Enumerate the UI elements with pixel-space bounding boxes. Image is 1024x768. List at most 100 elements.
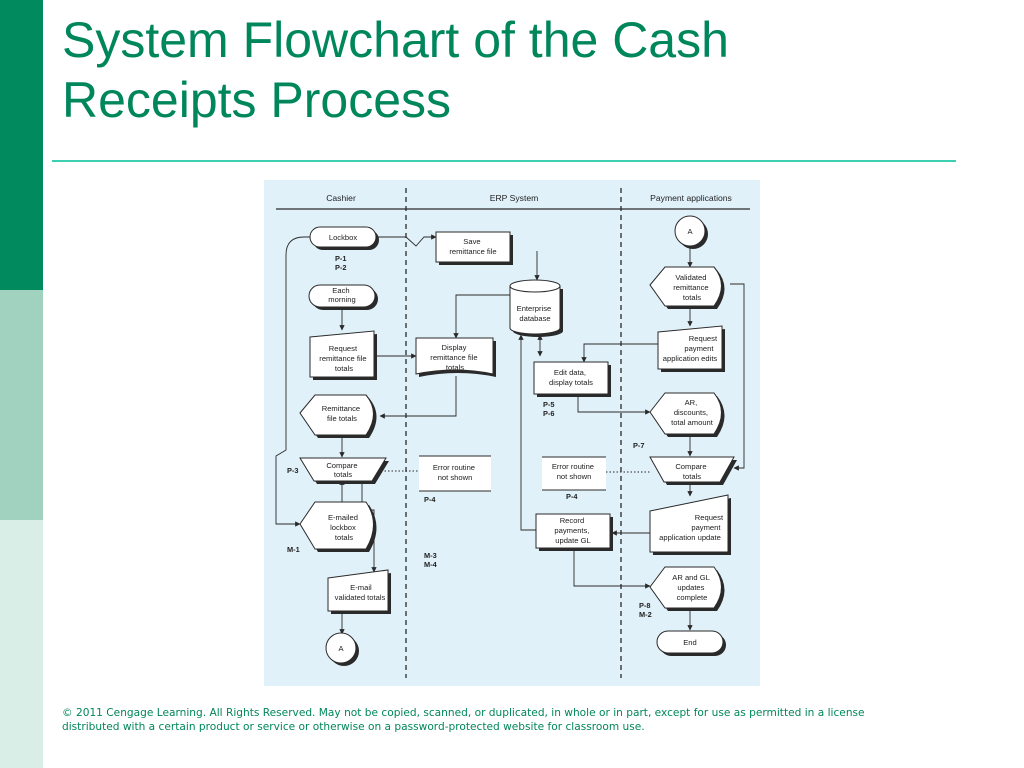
flow-lockbox-to-emailed — [275, 236, 406, 527]
node-compare-payment-line-1: Compare — [675, 462, 706, 471]
node-email-validated-line-1: E-mail — [350, 583, 372, 592]
node-request-update-line-3: application update — [659, 533, 721, 542]
node-request-update: Request payment application update — [649, 494, 731, 555]
node-remittance-totals-text: Remittance file totals — [322, 404, 363, 423]
ref-m4: M-4 — [424, 560, 438, 569]
node-error-erp-line-2: not shown — [438, 473, 473, 482]
ref-m2: M-2 — [639, 610, 652, 619]
node-ar-discounts-text: AR, discounts, total amount — [671, 398, 714, 427]
flow-request-edits-to-edit-data — [581, 343, 658, 363]
node-ar-discounts-line-2: discounts, — [674, 408, 708, 417]
node-ar-discounts-line-3: total amount — [671, 418, 714, 427]
node-compare-cashier: Compare totals — [299, 457, 389, 484]
node-save-file-line-1: Save — [463, 237, 480, 246]
node-ar-gl-complete-text: AR and GL updates complete — [672, 573, 711, 602]
node-validated-totals-line-2: remittance — [673, 283, 708, 292]
node-lockbox-text: Lockbox — [329, 233, 357, 242]
node-validated-totals-line-3: totals — [683, 293, 701, 302]
ref-p1: P-1 — [335, 254, 347, 263]
ref-p3: P-3 — [287, 466, 299, 475]
flowchart-diagram: Cashier ERP System Payment applications — [275, 188, 750, 678]
title-divider — [52, 160, 956, 162]
node-each-morning-line-1: Each — [332, 286, 349, 295]
node-edit-data-line-1: Edit data, — [554, 368, 586, 377]
node-emailed-totals-line-1: E-mailed — [328, 513, 358, 522]
node-each-morning: Each morning — [308, 284, 378, 310]
sidebar-accent-mid — [0, 290, 43, 520]
node-ar-gl-complete-line-3: complete — [677, 593, 708, 602]
node-emailed-totals-text: E-mailed lockbox totals — [328, 513, 360, 542]
ref-m1: M-1 — [287, 545, 300, 554]
slide-title-line-2: Receipts Process — [62, 72, 452, 128]
node-ar-gl-complete-line-2: updates — [677, 583, 704, 592]
flow-database-to-display — [453, 294, 510, 339]
node-request-edits-text: Request payment application edits — [663, 334, 719, 363]
node-connector-cashier: A — [325, 632, 359, 666]
node-display-totals-text: Display remittance file totals — [430, 343, 479, 372]
node-request-edits-line-3: application edits — [663, 354, 718, 363]
node-compare-payment: Compare totals — [649, 456, 737, 485]
node-database-text: Enterprise database — [517, 304, 554, 323]
node-email-validated: E-mail validated totals — [327, 569, 391, 614]
node-ar-gl-complete: AR and GL updates complete — [649, 566, 725, 611]
node-record-payments: Record payments, update GL — [535, 513, 613, 551]
node-request-update-text: Request payment application update — [659, 513, 725, 542]
node-error-mid: Error routine not shown — [542, 456, 606, 491]
node-compare-cashier-line-1: Compare — [326, 461, 357, 470]
node-error-mid-text: Error routine not shown — [552, 462, 596, 481]
flowchart-figure: Cashier ERP System Payment applications — [264, 180, 760, 686]
node-error-erp-line-1: Error routine — [433, 463, 475, 472]
slide-title: System Flowchart of the Cash Receipts Pr… — [62, 10, 962, 130]
flow-edit-data-to-ar-discounts — [577, 396, 651, 415]
node-emailed-totals: E-mailed lockbox totals — [299, 501, 377, 552]
node-end: End — [656, 630, 726, 656]
node-display-totals-line-3: totals — [446, 363, 464, 372]
flow-display-to-remittance — [379, 376, 457, 419]
flow-lockbox-to-save — [378, 234, 437, 247]
flow-record-to-ar-gl — [573, 550, 651, 589]
node-validated-totals: Validated remittance totals — [649, 266, 725, 309]
flow-record-to-database — [518, 334, 536, 531]
node-record-payments-line-1: Record — [560, 516, 584, 525]
flow-validated-to-compare — [730, 283, 745, 471]
node-compare-cashier-text: Compare totals — [326, 461, 359, 479]
swimlane-structure: Cashier ERP System Payment applications — [276, 188, 750, 678]
node-save-file-line-2: remittance file — [449, 247, 496, 256]
node-display-totals-line-2: remittance file — [430, 353, 477, 362]
copyright-line-1: © 2011 Cengage Learning. All Rights Rese… — [62, 707, 865, 719]
reference-labels: P-1 P-2 P-3 M-1 P-4 M-3 M-4 P-5 P-6 P-4 … — [287, 254, 652, 619]
node-email-validated-text: E-mail validated totals — [335, 583, 386, 602]
ref-p2: P-2 — [335, 263, 347, 272]
node-database-line-1: Enterprise — [517, 304, 552, 313]
node-validated-totals-line-1: Validated — [675, 273, 706, 282]
ref-p4-erp: P-4 — [424, 495, 436, 504]
lane-label-cashier: Cashier — [326, 193, 356, 203]
node-request-totals-text: Request remittance file totals — [319, 344, 368, 373]
copyright-footer: © 2011 Cengage Learning. All Rights Rese… — [62, 706, 962, 734]
node-request-totals-line-3: totals — [335, 364, 353, 373]
node-request-update-line-1: Request — [695, 513, 724, 522]
node-request-totals-line-1: Request — [329, 344, 358, 353]
node-ar-gl-complete-line-1: AR and GL — [672, 573, 709, 582]
node-lockbox: Lockbox — [309, 226, 379, 250]
node-record-payments-text: Record payments, update GL — [554, 516, 591, 545]
node-each-morning-text: Each morning — [328, 286, 355, 304]
node-remittance-totals-line-2: file totals — [327, 414, 357, 423]
node-emailed-totals-line-3: totals — [335, 533, 353, 542]
node-error-mid-line-1: Error routine — [552, 462, 594, 471]
node-lockbox-line-1: Lockbox — [329, 233, 357, 242]
node-edit-data-line-2: display totals — [549, 378, 593, 387]
node-error-mid-line-2: not shown — [557, 472, 592, 481]
node-compare-cashier-line-2: totals — [334, 470, 352, 479]
ref-p8: P-8 — [639, 601, 651, 610]
node-request-totals: Request remittance file totals — [309, 330, 377, 380]
ref-p4-mid: P-4 — [566, 492, 578, 501]
node-connector-cashier-label: A — [338, 644, 344, 653]
node-display-totals-line-1: Display — [441, 343, 466, 352]
sidebar-accent-dark — [0, 0, 43, 290]
node-error-erp-text: Error routine not shown — [433, 463, 477, 482]
lane-label-payment-applications: Payment applications — [650, 193, 732, 203]
node-emailed-totals-line-2: lockbox — [330, 523, 356, 532]
node-validated-totals-text: Validated remittance totals — [673, 273, 711, 302]
node-ar-discounts: AR, discounts, total amount — [649, 392, 725, 437]
